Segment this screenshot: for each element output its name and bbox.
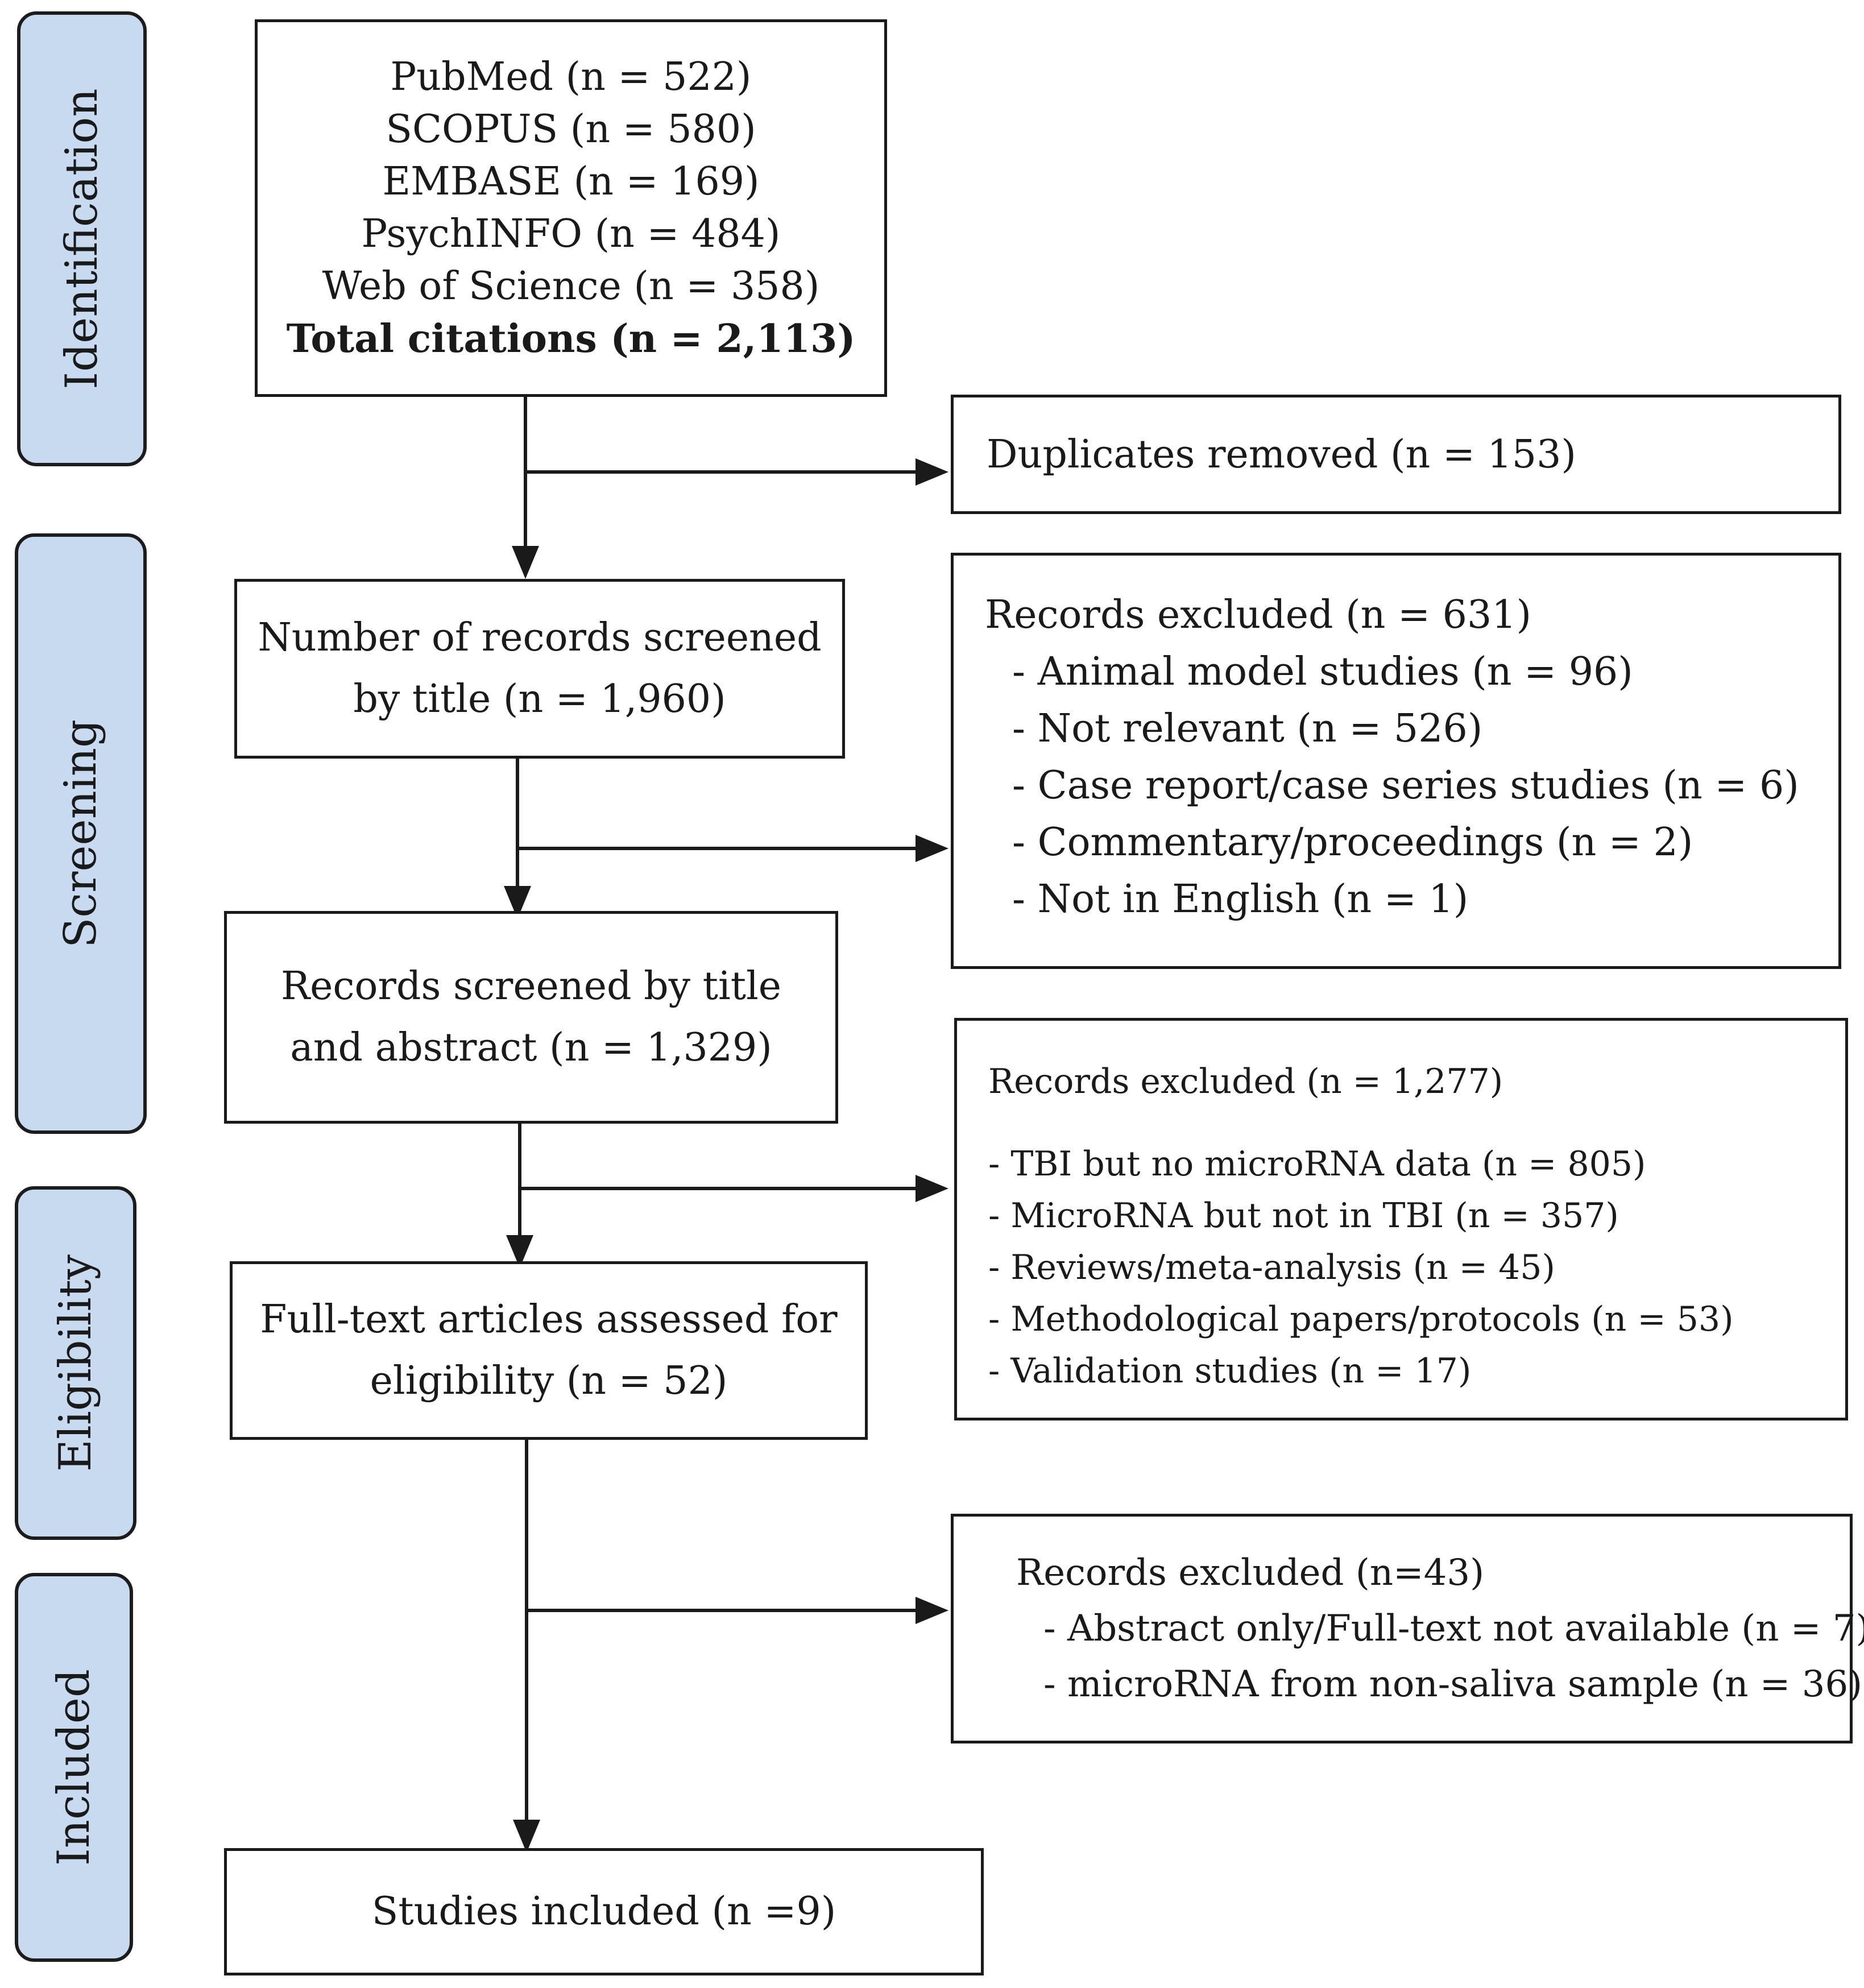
stage-identification: Identification xyxy=(17,11,147,466)
stage-eligibility: Eligibility xyxy=(15,1186,136,1540)
exclusion-2-item: - Reviews/meta-analysis (n = 45) xyxy=(988,1248,1555,1287)
exclusion-1-item: - Not relevant (n = 526) xyxy=(1012,706,1483,751)
duplicates-text: Duplicates removed (n = 153) xyxy=(987,432,1576,477)
exclusion-box-fulltext: Records excluded (n=43) - Abstract only/… xyxy=(951,1514,1864,1743)
screened-abstract-line-1: Records screened by title xyxy=(280,964,782,1009)
arrowhead-to-abstract xyxy=(504,886,531,919)
screened-title-line-1: Number of records screened xyxy=(258,615,822,660)
source-embase: EMBASE (n = 169) xyxy=(382,159,760,204)
source-scopus: SCOPUS (n = 580) xyxy=(386,107,756,152)
exclusion-3-item: - microRNA from non-saliva sample (n = 3… xyxy=(1043,1663,1863,1705)
source-web-of-science: Web of Science (n = 358) xyxy=(322,264,820,309)
arrowhead-to-screening xyxy=(512,546,539,579)
exclusion-1-item: - Animal model studies (n = 96) xyxy=(1012,649,1633,694)
exclusion-1-item: - Not in English (n = 1) xyxy=(1012,877,1469,922)
exclusion-2-item: - Validation studies (n = 17) xyxy=(988,1351,1472,1391)
arrowhead-to-exclusion3 xyxy=(916,1597,948,1624)
exclusion-1-item: - Case report/case series studies (n = 6… xyxy=(1012,763,1799,808)
exclusion-2-item: - TBI but no microRNA data (n = 805) xyxy=(988,1144,1646,1184)
stage-included: Included xyxy=(15,1573,133,1962)
included-text: Studies included (n =9) xyxy=(371,1889,836,1934)
source-pubmed: PubMed (n = 522) xyxy=(390,55,752,100)
arrowhead-to-exclusion1 xyxy=(916,835,948,862)
exclusion-1-header: Records excluded (n = 631) xyxy=(985,593,1531,637)
arrowhead-to-included xyxy=(513,1820,540,1853)
included-box: Studies included (n =9) xyxy=(224,1848,984,1975)
exclusion-3-item: - Abstract only/Full-text not available … xyxy=(1043,1608,1864,1650)
stage-screening: Screening xyxy=(15,533,147,1134)
fulltext-line-1: Full-text articles assessed for xyxy=(260,1297,838,1342)
exclusion-box-abstract: Records excluded (n = 1,277) - TBI but n… xyxy=(954,1018,1848,1420)
exclusion-2-header: Records excluded (n = 1,277) xyxy=(988,1062,1503,1101)
exclusion-3-header: Records excluded (n=43) xyxy=(1016,1552,1485,1594)
exclusion-2-item: - Methodological papers/protocols (n = 5… xyxy=(988,1299,1734,1339)
arrowhead-to-exclusion2 xyxy=(916,1175,948,1202)
arrowhead-to-duplicates xyxy=(916,458,948,486)
screened-abstract-line-2: and abstract (n = 1,329) xyxy=(290,1025,772,1070)
identification-box: PubMed (n = 522) SCOPUS (n = 580) EMBASE… xyxy=(255,19,887,397)
fulltext-box: Full-text articles assessed for eligibil… xyxy=(230,1261,868,1440)
screened-title-box: Number of records screened by title (n =… xyxy=(234,579,845,759)
total-citations: Total citations (n = 2,113) xyxy=(286,316,856,362)
exclusion-1-item: - Commentary/proceedings (n = 2) xyxy=(1012,820,1693,865)
duplicates-box: Duplicates removed (n = 153) xyxy=(951,395,1841,514)
source-psychinfo: PsychINFO (n = 484) xyxy=(361,212,781,256)
exclusion-2-item: - MicroRNA but not in TBI (n = 357) xyxy=(988,1196,1619,1236)
exclusion-box-title: Records excluded (n = 631) - Animal mode… xyxy=(951,553,1841,969)
arrowhead-to-fulltext xyxy=(506,1235,533,1268)
fulltext-line-2: eligibility (n = 52) xyxy=(370,1359,728,1403)
screened-abstract-box: Records screened by title and abstract (… xyxy=(224,911,838,1124)
screened-title-line-2: by title (n = 1,960) xyxy=(353,677,726,722)
